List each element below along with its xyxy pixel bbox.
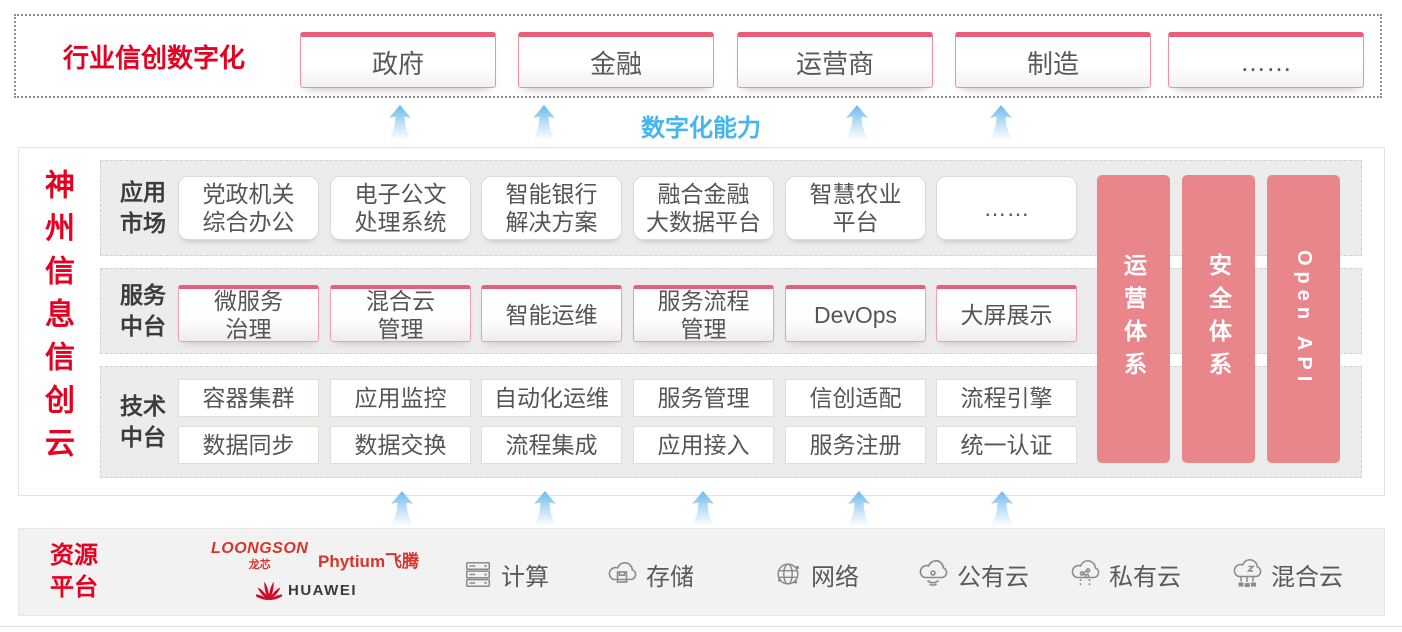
resource-label: 网络 [811,563,859,591]
svc-box-aiops: 智能运维 [481,285,622,342]
up-arrow-icon [690,491,716,527]
tech-box-process-engine: 流程引擎 [936,379,1077,417]
pillar-security-system: 安全体系 [1182,175,1255,463]
up-arrow-icon [989,491,1015,527]
up-arrow-icon [846,491,872,527]
industry-band [14,14,1382,98]
resource-platform-label: 资源 平台 [50,542,98,602]
sector-box-government: 政府 [300,32,496,88]
tech-box-service-mgmt: 服务管理 [633,379,774,417]
resource-item-compute: 计算 [462,552,549,596]
pillar-operation-system: 运营体系 [1097,175,1170,463]
capability-label: 数字化能力 [641,115,761,142]
network-globe-icon [777,563,799,585]
tech-box-auto-ops: 自动化运维 [481,379,622,417]
tech-platform-label: 技术 中台 [120,393,166,451]
loongson-wordmark: LOONGSON [211,540,309,557]
pillar-label: 运营体系 [1120,253,1147,385]
industry-band-title: 行业信创数字化 [63,42,246,73]
sector-box-ellipsis: …… [1168,32,1364,88]
resource-label: 公有云 [957,563,1029,591]
huawei-wordmark: HUAWEI [288,581,357,599]
tech-box-service-registry: 服务注册 [785,426,926,464]
app-box-party-office: 党政机关 综合办公 [178,176,319,240]
tech-box-data-sync: 数据同步 [178,426,319,464]
pillar-label: 安全体系 [1205,253,1232,385]
app-box-finance-bigdata: 融合金融 大数据平台 [633,176,774,240]
resource-item-hybrid-cloud: 混合云 [1230,552,1343,596]
platform-title-vertical: 神州信息信创云 [40,169,73,470]
resource-label: 存储 [646,563,694,591]
app-box-ellipsis: …… [936,176,1077,240]
tech-box-app-access: 应用接入 [633,426,774,464]
app-box-edocument: 电子公文 处理系统 [330,176,471,240]
tech-box-unified-auth: 统一认证 [936,426,1077,464]
svc-box-hybridcloud-mgmt: 混合云 管理 [330,285,471,342]
tech-box-process-integration: 流程集成 [481,426,622,464]
service-platform-label: 服务 中台 [120,282,166,340]
app-box-smart-agriculture: 智慧农业 平台 [785,176,926,240]
sector-box-operator: 运营商 [737,32,933,88]
bottom-divider [0,626,1402,627]
app-market-label: 应用 市场 [120,179,166,237]
compute-server-icon [465,561,491,587]
up-arrow-icon [531,105,557,141]
private-cloud-icon [1071,560,1100,586]
pillar-label: Open API [1293,250,1315,388]
svc-box-dashboard: 大屏展示 [936,285,1077,342]
resource-label: 混合云 [1271,563,1343,591]
hybrid-cloud-icon [1233,559,1262,587]
pillar-open-api: Open API [1267,175,1340,463]
resource-label: 私有云 [1109,563,1181,591]
loongson-cn-label: 龙芯 [248,559,271,571]
tech-box-data-exchange: 数据交换 [330,426,471,464]
tech-box-xinchuang-adapt: 信创适配 [785,379,926,417]
tech-box-app-monitoring: 应用监控 [330,379,471,417]
svc-box-service-process: 服务流程 管理 [633,285,774,342]
resource-item-network: 网络 [772,552,859,596]
up-arrow-icon [844,105,870,141]
loongson-logo: LOONGSON 龙芯 [211,540,308,572]
tech-box-container-cluster: 容器集群 [178,379,319,417]
up-arrow-icon [532,491,558,527]
storage-cloud-icon [608,562,637,583]
up-arrow-icon [389,491,415,527]
resource-label: 计算 [501,563,549,591]
sector-box-finance: 金融 [518,32,714,88]
resource-item-private-cloud: 私有云 [1068,552,1181,596]
resource-item-storage: 存储 [605,552,694,596]
public-cloud-icon [919,560,948,587]
up-arrow-icon [988,105,1014,141]
huawei-petals-icon [256,581,282,601]
svc-box-devops: DevOps [785,285,926,342]
resource-platform-panel [18,528,1385,616]
up-arrow-icon [387,105,413,141]
resource-item-public-cloud: 公有云 [916,552,1029,596]
svc-box-microservice: 微服务 治理 [178,285,319,342]
phytium-logo: Phytium飞腾 [318,552,420,571]
app-box-smart-bank: 智能银行 解决方案 [481,176,622,240]
huawei-logo: HUAWEI [256,579,357,601]
sector-box-manufacturing: 制造 [955,32,1151,88]
